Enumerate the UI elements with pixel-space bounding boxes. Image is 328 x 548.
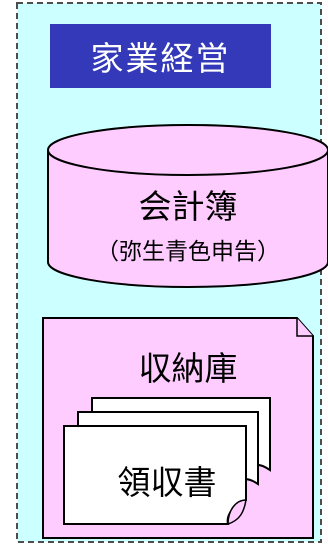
title-box: 家業経営 [50, 24, 271, 88]
receipts-label: 領収書 [117, 463, 217, 502]
title-label: 家業経営 [90, 39, 231, 78]
database-cylinder-shape [47, 124, 328, 288]
database-label: 会計簿 [138, 187, 238, 226]
receipts-stack-shape [63, 397, 271, 526]
storage-label: 収納庫 [138, 349, 238, 388]
database-sublabel: （弥生青色申告） [96, 239, 280, 265]
